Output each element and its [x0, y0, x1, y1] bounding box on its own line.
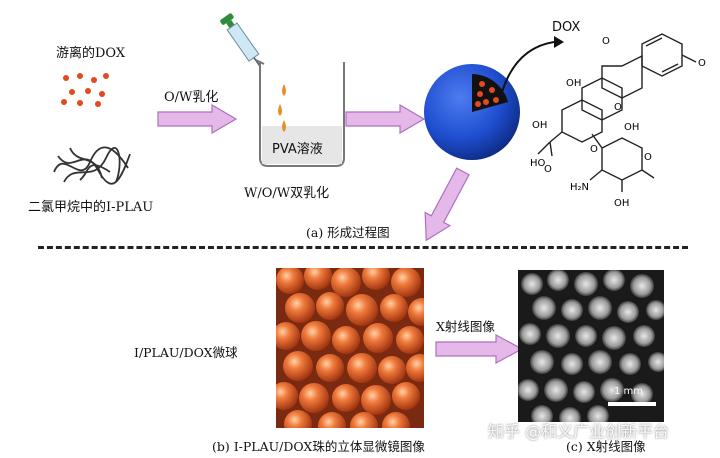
atom-oh-1: OH [566, 78, 581, 89]
caption-c: (c) X射线图像 [566, 439, 646, 454]
atom-o-3: O [614, 102, 622, 113]
xray-arrow-label: X射线图像 [436, 319, 495, 334]
wow-emulsion-label: W/O/W双乳化 [244, 186, 330, 201]
dox-molecule-structure: O O O OH OH O OH HO O H₂N O OH [530, 33, 706, 209]
caption-a: (a) 形成过程图 [306, 225, 390, 240]
atom-oh-2: OH [624, 122, 639, 133]
arrow-right-icon [157, 104, 238, 134]
free-dox-label: 游离的DOX [56, 46, 126, 61]
atom-o-1: O [602, 36, 610, 47]
section-divider [38, 246, 688, 249]
xray-image: 1 mm [518, 270, 664, 422]
atom-o-5: O [544, 164, 552, 175]
polymer-label: 二氯甲烷中的I-PLAU [28, 200, 154, 215]
watermark-text: 知乎 @和义广业创新平台 [488, 422, 670, 441]
free-dox-dots [61, 73, 109, 107]
caption-b: (b) I-PLAU/DOX珠的立体显微镜图像 [212, 439, 425, 454]
atom-oh-4: OH [614, 198, 629, 209]
arrow-down-left-icon [424, 167, 470, 242]
polymer-coil-icon [53, 146, 131, 185]
atom-ho: HO [530, 158, 546, 169]
arrow-right-icon [345, 104, 426, 134]
microsphere-icon [424, 64, 520, 160]
atom-h2n: H₂N [570, 182, 589, 193]
arrow-right-icon [435, 334, 524, 364]
atom-o-6: O [644, 152, 652, 163]
dox-label: DOX [552, 20, 581, 35]
stereo-microscope-image [276, 268, 424, 428]
atom-o-2: O [698, 58, 706, 69]
curved-arrow-icon [501, 36, 564, 93]
microsphere-label: I/PLAU/DOX微球 [134, 345, 238, 360]
atom-oh-3: OH [532, 120, 547, 131]
pva-solution-label: PVA溶液 [272, 142, 323, 157]
scale-bar-label: 1 mm [614, 386, 644, 397]
atom-o-4: O [590, 144, 598, 155]
ow-emulsion-label: O/W乳化 [164, 90, 219, 105]
beaker-icon [220, 13, 345, 167]
